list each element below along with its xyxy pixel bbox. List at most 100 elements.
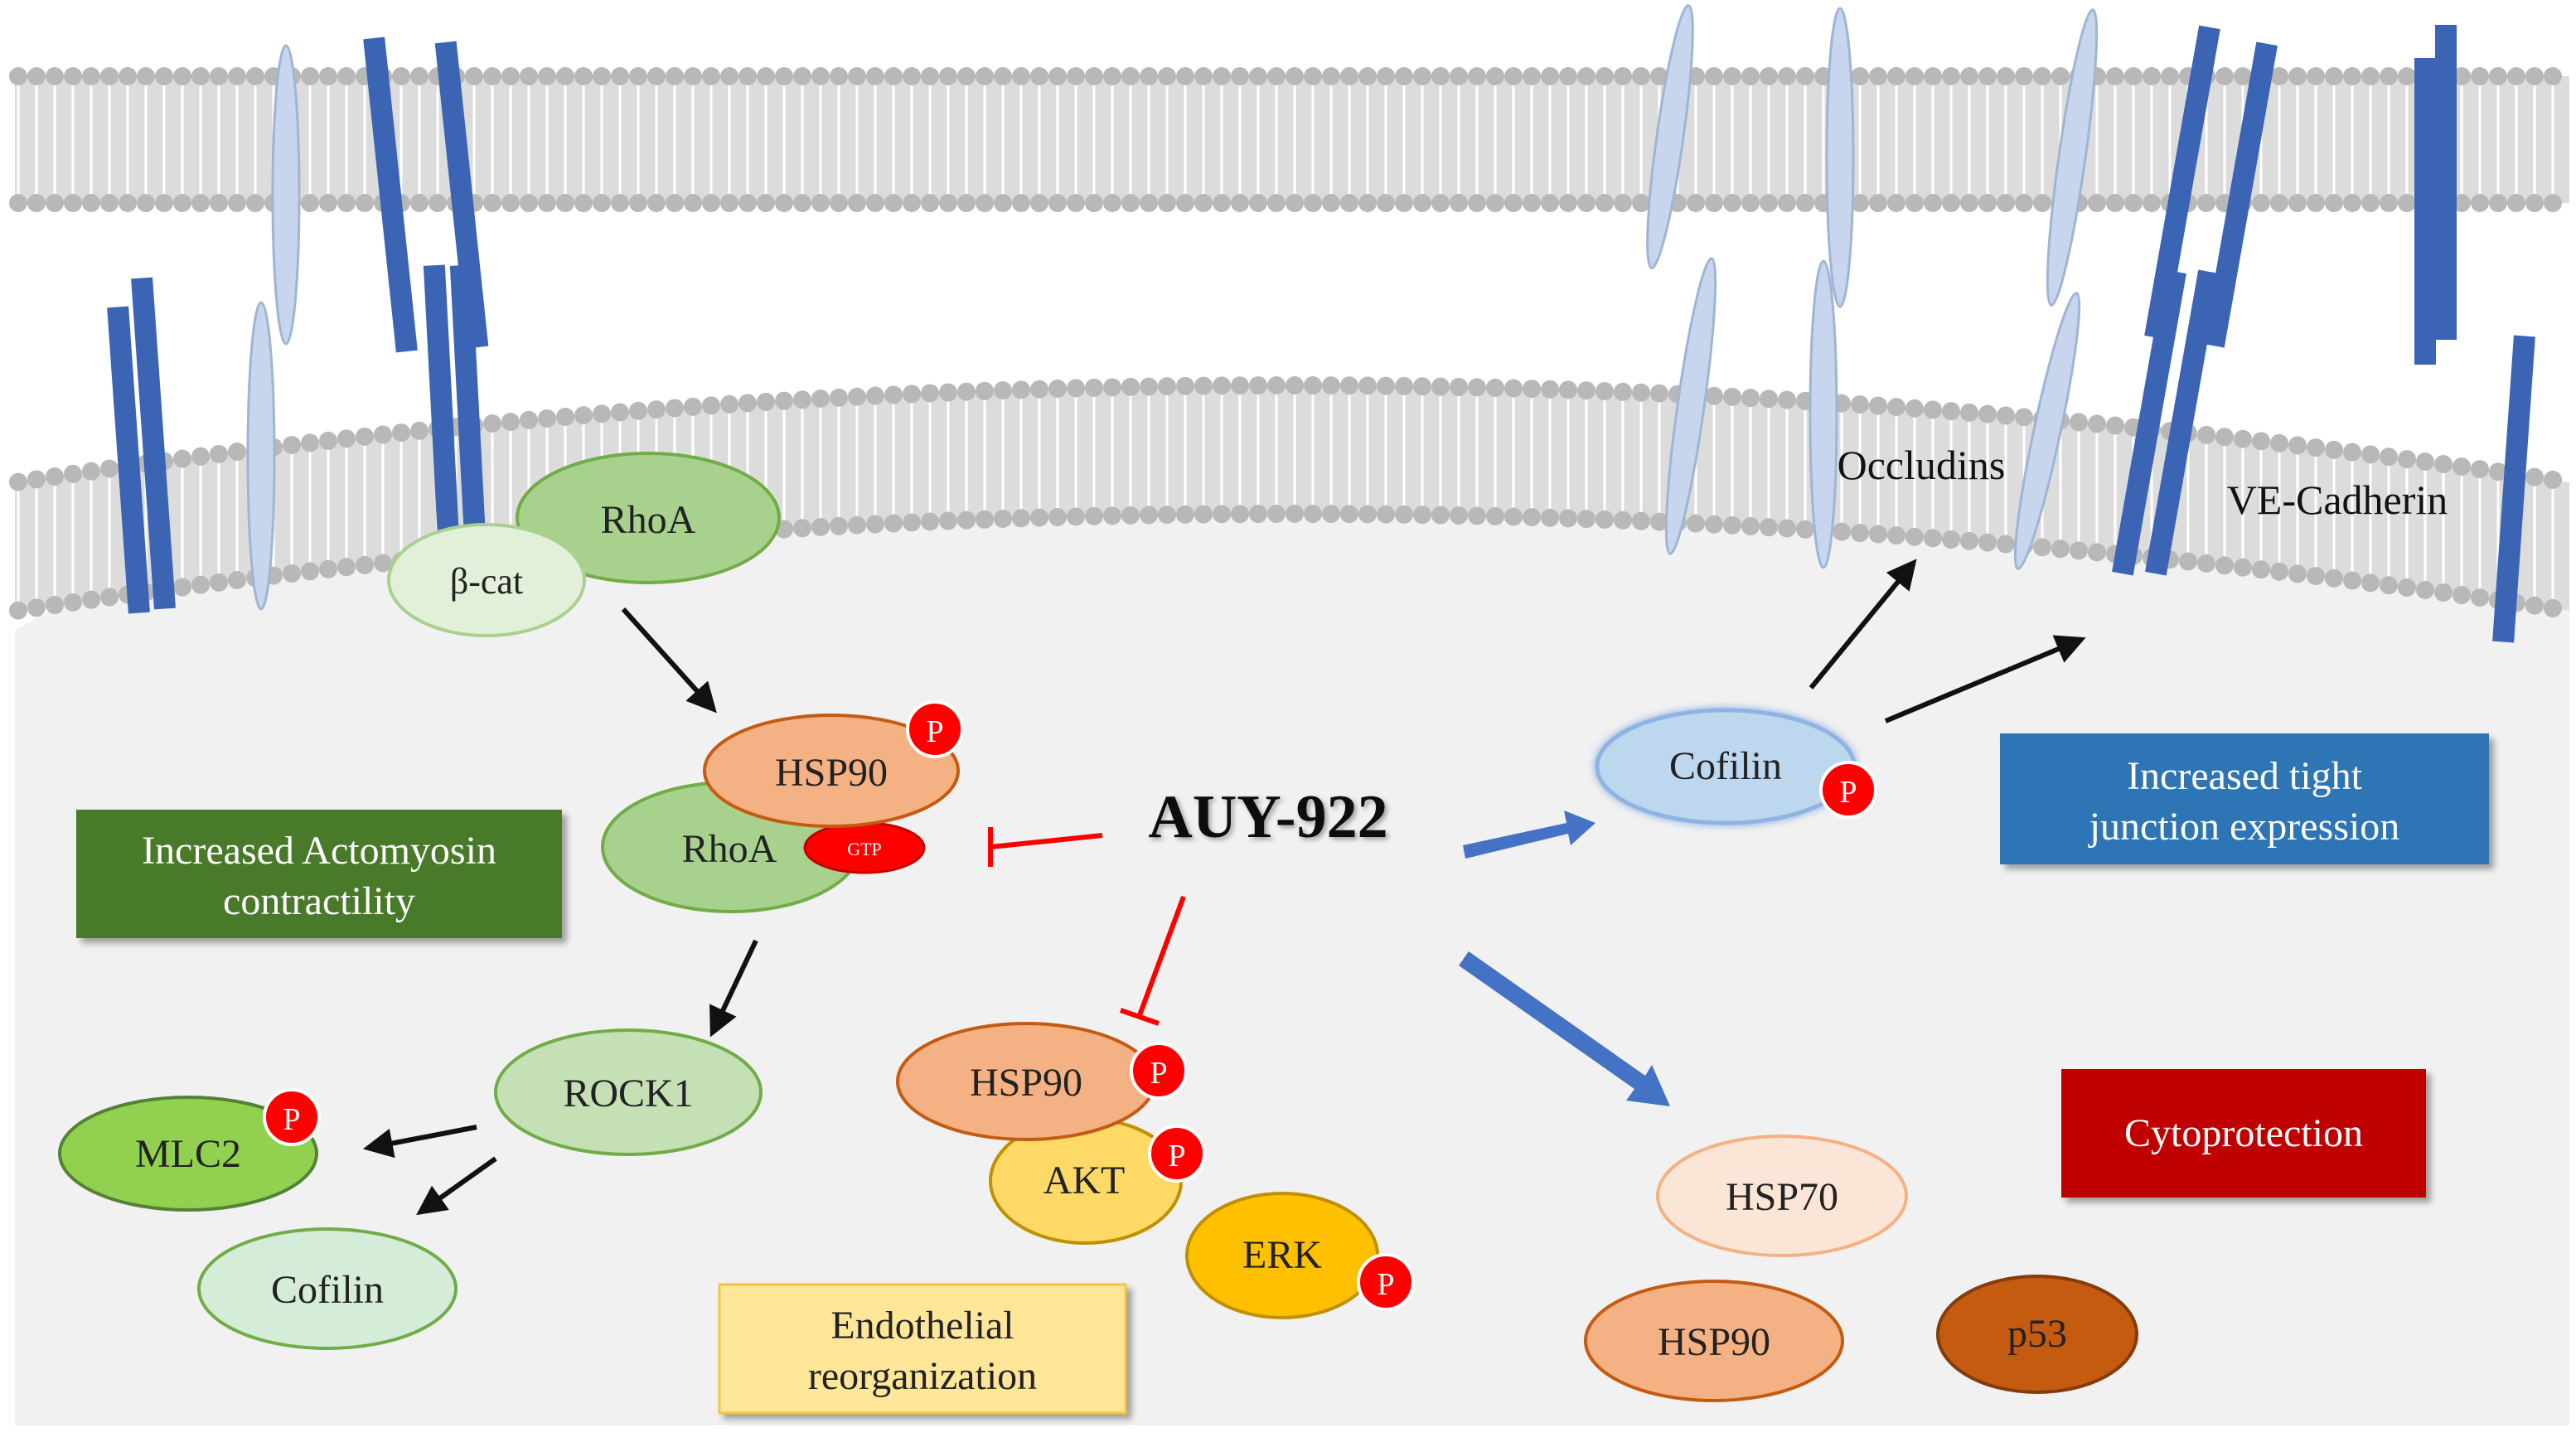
lipid-head xyxy=(1213,505,1231,524)
lipid-head xyxy=(976,194,994,212)
lipid-head xyxy=(1997,194,2015,212)
lipid-head xyxy=(82,194,100,212)
lipid-head xyxy=(1851,194,1869,212)
lipid-head xyxy=(1796,67,1814,85)
lipid-head xyxy=(2051,540,2070,559)
lipid-head xyxy=(2270,562,2288,581)
lipid-head xyxy=(1905,399,1924,418)
lipid-head xyxy=(173,578,191,597)
lipid-head xyxy=(738,394,757,413)
lipid-head xyxy=(1103,194,1121,212)
lipid-head xyxy=(483,67,501,85)
lipid-head xyxy=(866,515,884,534)
tight-junction-line2: junction expression xyxy=(2088,805,2400,849)
lipid-head xyxy=(1504,194,1523,212)
lipid-head xyxy=(1559,380,1577,399)
lipid-head xyxy=(1705,386,1723,405)
lipid-head xyxy=(100,588,119,607)
occludin-lens xyxy=(1664,257,1717,555)
lipid-head xyxy=(2015,194,2033,212)
transmembrane-bar xyxy=(363,36,418,353)
lipid-head xyxy=(2106,67,2124,85)
lipid-head xyxy=(2525,596,2544,615)
lipid-head xyxy=(1067,507,1085,526)
lipid-head xyxy=(1960,531,1978,550)
lipid-head xyxy=(2380,67,2398,85)
transmembrane-bar xyxy=(423,264,461,556)
lipid-head xyxy=(866,386,884,405)
arrow-auy-to-hsp70 xyxy=(1459,951,1670,1106)
lipid-head xyxy=(520,194,538,212)
lipid-head xyxy=(1905,527,1924,546)
cofilin-left-node xyxy=(197,1227,458,1350)
occludin-lens xyxy=(2046,8,2099,307)
lipid-head xyxy=(1358,376,1377,395)
lipid-head xyxy=(1085,506,1103,525)
lipid-head xyxy=(119,67,137,85)
lipid-head xyxy=(1723,67,1741,85)
lipid-head xyxy=(1030,508,1048,527)
hsp90-right-node xyxy=(1584,1280,1844,1402)
lipid-head xyxy=(374,425,392,444)
lipid-head xyxy=(1103,506,1121,525)
lipid-head xyxy=(921,67,939,85)
lipid-head xyxy=(1249,194,1267,212)
black-arrows xyxy=(362,559,2086,1216)
lipid-head xyxy=(1614,67,1632,85)
lipid-head xyxy=(64,464,82,483)
lipid-head xyxy=(1085,194,1103,212)
lipid-head xyxy=(994,381,1012,400)
lipid-head xyxy=(246,67,264,85)
lipid-head xyxy=(1486,67,1504,85)
lipid-head xyxy=(720,394,738,414)
lipid-head xyxy=(1942,67,1960,85)
endothelial-line2: reorganization xyxy=(808,1354,1037,1398)
lipid-head xyxy=(2252,432,2270,451)
lipid-head xyxy=(155,194,173,212)
lipid-head xyxy=(1614,511,1632,530)
lipid-head xyxy=(1924,67,1942,85)
lipid-head xyxy=(1942,402,1960,421)
lipid-head xyxy=(921,512,939,531)
akt-label: AKT xyxy=(1043,1159,1126,1202)
lipid-head xyxy=(939,511,957,530)
lipid-head xyxy=(1395,194,1413,212)
lipid-head xyxy=(1213,67,1231,85)
lipid-head xyxy=(2489,462,2507,481)
lipid-head xyxy=(1778,519,1796,538)
lipid-head xyxy=(46,596,64,615)
transmembrane-bar xyxy=(2203,41,2278,348)
lipid-head xyxy=(465,67,483,85)
lipid-head xyxy=(1869,525,1887,544)
lipid-head xyxy=(2106,194,2124,212)
outcome-tight-junction-box: Increased tight junction expression xyxy=(2000,733,2489,864)
lipid-head xyxy=(1760,390,1778,409)
lipid-head xyxy=(173,194,191,212)
lipid-head xyxy=(2270,433,2288,452)
lipid-head xyxy=(1559,67,1577,85)
lipid-head xyxy=(957,382,976,401)
lipid-head xyxy=(64,67,82,85)
lipid-head xyxy=(2033,538,2051,557)
transmembrane-bar xyxy=(131,277,176,610)
transmembrane-bar xyxy=(2144,25,2220,340)
lipid-head xyxy=(1304,194,1322,212)
lipid-head xyxy=(2544,194,2562,212)
svg-text:P: P xyxy=(926,714,943,749)
lipid-head xyxy=(921,194,939,212)
lipid-head xyxy=(629,401,647,420)
lipid-head xyxy=(647,194,666,212)
lipid-head xyxy=(1833,522,1851,541)
lipid-head xyxy=(1905,67,1924,85)
lipid-head xyxy=(884,385,903,404)
lipid-head xyxy=(848,67,866,85)
lipid-head xyxy=(1741,194,1760,212)
transmembrane-bar xyxy=(2112,269,2186,576)
rhoa-complex-label: RhoA xyxy=(682,827,777,871)
lipid-head xyxy=(1924,529,1942,548)
lipid-head xyxy=(1304,505,1322,524)
rock1-label: ROCK1 xyxy=(563,1072,693,1115)
lipid-head xyxy=(848,515,866,535)
lipid-head xyxy=(738,67,757,85)
cofilin-left-label: Cofilin xyxy=(271,1268,384,1312)
